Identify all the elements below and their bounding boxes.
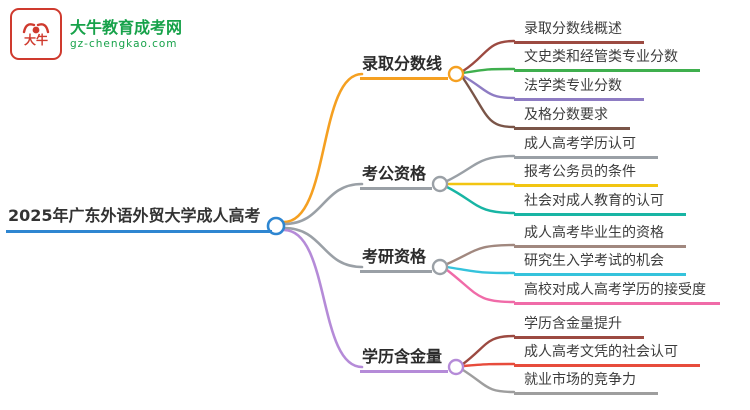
site-name: 大牛教育成考网 (70, 18, 183, 38)
leaf-node: 就业市场的竞争力 (514, 367, 658, 395)
site-logo[interactable]: 大牛 大牛教育成考网 gz-chengkao.com (10, 8, 182, 60)
root-junction-dot (266, 216, 286, 236)
leaf-node: 及格分数要求 (514, 102, 630, 130)
leaf-node: 研究生入学考试的机会 (514, 248, 686, 276)
branch1-junction-dot (447, 65, 465, 83)
branch-node-admission-scores: 录取分数线 (360, 48, 448, 80)
leaf-node: 社会对成人教育的认可 (514, 188, 686, 216)
leaf-node: 高校对成人高考学历的接受度 (514, 277, 720, 305)
root-node: 2025年广东外语外贸大学成人高考 (6, 200, 272, 233)
leaf-node: 成人高考学历认可 (514, 131, 658, 159)
logo-badge-text: 大牛 (23, 33, 48, 48)
branch2-junction-dot (431, 175, 449, 193)
branch-node-degree-value: 学历含金量 (360, 341, 448, 373)
bull-horns-icon (22, 23, 50, 34)
leaf-node: 成人高考文凭的社会认可 (514, 339, 700, 367)
site-url: gz-chengkao.com (70, 37, 178, 50)
leaf-node: 文史类和经管类专业分数 (514, 44, 700, 72)
leaf-node: 成人高考毕业生的资格 (514, 220, 686, 248)
branch3-junction-dot (431, 258, 449, 276)
leaf-node: 学历含金量提升 (514, 311, 644, 339)
leaf-node: 法学类专业分数 (514, 73, 644, 101)
logo-text-block: 大牛教育成考网 gz-chengkao.com (70, 18, 182, 49)
branch4-junction-dot (447, 358, 465, 376)
leaf-node: 报考公务员的条件 (514, 159, 658, 187)
leaf-node: 录取分数线概述 (514, 16, 644, 44)
branch-node-civil-service: 考公资格 (360, 158, 432, 190)
branch-node-postgrad-exam: 考研资格 (360, 241, 432, 273)
bull-logo-icon: 大牛 (10, 8, 62, 60)
